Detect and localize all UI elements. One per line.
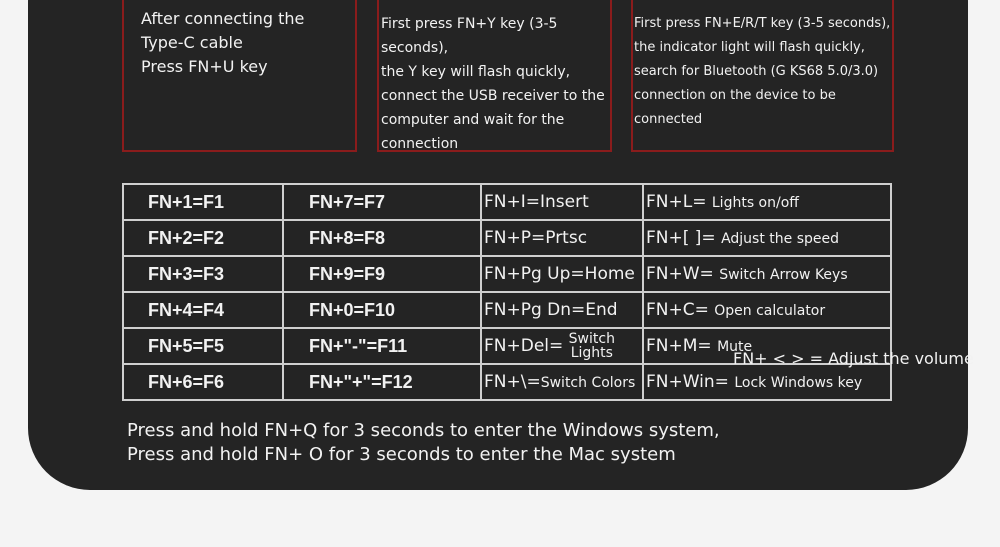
table-cell: FN+8=F8 <box>282 219 482 257</box>
table-cell: FN+2=F2 <box>122 219 284 257</box>
table-cell: FN+Pg Dn=End <box>480 291 644 329</box>
table-cell: FN+5=F5 <box>122 327 284 365</box>
shortcut-desc: Switch Arrow Keys <box>719 267 848 283</box>
table-row: FN+4=F4 FN+0=F10 FN+Pg Dn=End FN+C= Open… <box>122 291 892 329</box>
os-switch-note: Press and hold FN+Q for 3 seconds to ent… <box>127 420 720 465</box>
table-row: FN+6=F6 FN+"+"=F12 FN+\=Switch Colors FN… <box>122 363 892 401</box>
shortcut-key: FN+M= <box>646 336 712 356</box>
shortcut-key: FN+\= <box>484 372 541 392</box>
table-cell: FN+"+"=F12 <box>282 363 482 401</box>
shortcut-desc: Mute <box>717 339 753 355</box>
shortcut-key: FN+W= <box>646 264 714 284</box>
table-row: FN+1=F1 FN+7=F7 FN+I=Insert FN+L= Lights… <box>122 183 892 221</box>
volume-shortcut: FN+ < > = Adjust the volume <box>733 349 974 368</box>
shortcut-desc: Switch Colors <box>540 375 636 391</box>
wired-mode-box: After connecting the Type-C cable Press … <box>122 0 357 152</box>
table-cell: FN+L= Lights on/off <box>642 183 892 221</box>
bluetooth-text: First press FN+E/R/T key (3-5 seconds), … <box>634 16 891 127</box>
table-cell: FN+[ ]= Adjust the speed <box>642 219 892 257</box>
shortcut-key: FN+[ ]= <box>646 228 716 248</box>
table-cell: FN+\=Switch Colors <box>480 363 644 401</box>
shortcut-key: FN+Win= <box>646 372 729 392</box>
shortcut-table: FN+1=F1 FN+7=F7 FN+I=Insert FN+L= Lights… <box>122 183 892 401</box>
table-cell: FN+M= Mute <box>642 327 892 365</box>
table-cell: FN+0=F10 <box>282 291 482 329</box>
wireless-24g-text: First press FN+Y key (3-5 seconds), the … <box>381 16 605 152</box>
shortcut-desc: Adjust the speed <box>721 231 839 247</box>
table-cell: FN+9=F9 <box>282 255 482 293</box>
table-cell: FN+W= Switch Arrow Keys <box>642 255 892 293</box>
table-cell: FN+3=F3 <box>122 255 284 293</box>
wireless-24g-box: First press FN+Y key (3-5 seconds), the … <box>377 0 612 152</box>
desc-line: Switch <box>568 331 615 347</box>
table-cell: FN+Pg Up=Home <box>480 255 644 293</box>
table-cell: FN+4=F4 <box>122 291 284 329</box>
shortcut-key: FN+Del= <box>484 336 564 356</box>
table-row: FN+3=F3 FN+9=F9 FN+Pg Up=Home FN+W= Swit… <box>122 255 892 293</box>
table-cell: FN+7=F7 <box>282 183 482 221</box>
desc-line: Lights <box>570 345 613 361</box>
bluetooth-box: First press FN+E/R/T key (3-5 seconds), … <box>631 0 894 152</box>
table-cell: FN+Win= Lock Windows key <box>642 363 892 401</box>
shortcut-desc: Lights on/off <box>711 195 799 211</box>
shortcut-key: FN+L= <box>646 192 707 212</box>
table-cell: FN+6=F6 <box>122 363 284 401</box>
table-cell: FN+I=Insert <box>480 183 644 221</box>
shortcut-desc: Open calculator <box>714 303 826 319</box>
table-row: FN+2=F2 FN+8=F8 FN+P=Prtsc FN+[ ]= Adjus… <box>122 219 892 257</box>
shortcut-key: FN+C= <box>646 300 709 320</box>
table-cell: FN+P=Prtsc <box>480 219 644 257</box>
shortcut-desc: Lock Windows key <box>734 375 863 391</box>
wired-mode-text: After connecting the Type-C cable Press … <box>141 9 305 76</box>
table-cell: FN+"-"=F11 <box>282 327 482 365</box>
table-cell: FN+1=F1 <box>122 183 284 221</box>
table-cell: FN+C= Open calculator <box>642 291 892 329</box>
